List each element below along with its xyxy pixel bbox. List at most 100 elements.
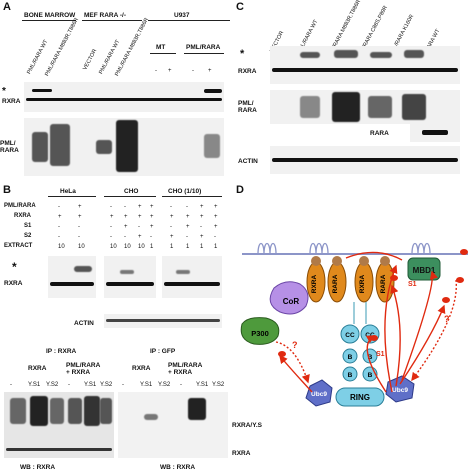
band-a-star-1: [32, 89, 52, 92]
blot-b-hela: [48, 256, 96, 298]
smear-a-1: [32, 132, 48, 162]
blot-c-actin: [270, 146, 460, 174]
b-sign-rxra-4: +: [138, 214, 142, 220]
pml-rara-label-c: PML/ RARA: [238, 100, 257, 114]
blot-c-rxra: [270, 46, 460, 84]
b-sign-s1-4: -: [138, 224, 140, 230]
b-sign-pml_rara-7: -: [186, 204, 188, 210]
row-label-rxra: RXRA: [14, 213, 32, 219]
b-sign-s1-3: +: [124, 224, 128, 230]
star-marker-c: *: [240, 48, 245, 60]
smear-c-2: [332, 92, 360, 122]
band-c-star-3: [370, 52, 392, 58]
band-c-actin: [272, 158, 458, 162]
b-sign-s2-0: -: [58, 234, 60, 240]
panel-letter-c: C: [236, 1, 244, 13]
panel-letter-a: A: [3, 1, 11, 13]
b-sign-extract-2: 10: [110, 244, 117, 250]
ip_right-lane-0: -: [122, 382, 124, 388]
ip_left-lane-1: Y.S1: [28, 382, 41, 388]
cor-node: CoR: [269, 281, 309, 315]
blot-a-pml-rara: [24, 118, 224, 176]
u937-rule-pml: [184, 53, 224, 54]
blot-b-cho: [104, 256, 156, 298]
smear-c-1: [300, 96, 320, 118]
ip_left-lane-4: Y.S1: [84, 382, 97, 388]
lane-label-a-5: PML/RARA M883R,T886R: [114, 16, 151, 78]
panel-letter-b: B: [3, 184, 11, 196]
ip_right-lane-4: Y.S1: [196, 382, 209, 388]
b-sign-s1-5: +: [150, 224, 154, 230]
b-sign-s2-9: -: [214, 234, 216, 240]
band-c-star-1: [300, 52, 320, 58]
smear-ip-l-5: [84, 396, 100, 426]
u937-rule-mt: [150, 53, 176, 54]
b-sign-pml_rara-8: +: [200, 204, 204, 210]
actin-label-b: ACTIN: [74, 320, 94, 327]
u937-sign-3: -: [192, 68, 194, 74]
s1-text-2: S1: [376, 351, 385, 358]
rara-text-2: RARA: [380, 274, 387, 293]
lane-label-a-2: PML/RARA M883R,T886R: [44, 16, 81, 78]
band-a-star-2: [204, 89, 222, 93]
band-b-cho-star: [120, 270, 134, 274]
ip-left-group-pml: PML/RARA + RXRA: [66, 362, 101, 376]
group-label-u937: U937: [174, 12, 190, 19]
blot-c-pml-rara: [270, 90, 460, 124]
ip_left-lane-3: -: [68, 382, 70, 388]
row-label-pml-rara: PML/RARA: [4, 203, 36, 209]
b-sign-pml_rara-6: -: [170, 204, 172, 210]
smear-ip-r-1: [144, 414, 158, 420]
b-sign-rxra-2: +: [110, 214, 114, 220]
band-c-star-4: [404, 50, 424, 58]
b-sign-s1-2: -: [110, 224, 112, 230]
ip_left-lane-5: Y.S2: [100, 382, 113, 388]
b-sign-s2-3: -: [124, 234, 126, 240]
band-b-hela-rxra: [50, 282, 94, 286]
b-sign-extract-9: 1: [214, 244, 218, 250]
b-sign-rxra-5: +: [150, 214, 154, 220]
band-ip-l-rxra: [6, 448, 112, 451]
ip-left-title: IP : RXRA: [46, 348, 77, 355]
b-sign-rxra-6: +: [170, 214, 174, 220]
b-sign-s1-6: -: [170, 224, 172, 230]
group-rule-cho-1-10: [162, 196, 222, 197]
mbd1-text: MBD1: [413, 266, 436, 275]
b-sign-rxra-9: +: [214, 214, 218, 220]
smear-ip-l-6: [100, 398, 112, 424]
wb-left-label: WB : RXRA: [20, 464, 56, 471]
p300-text: P300: [251, 329, 269, 338]
ip_right-lane-2: Y.S2: [158, 382, 171, 388]
dna-strand: [242, 242, 468, 255]
band-b-actin: [106, 319, 220, 322]
group-rule-cho: [104, 196, 156, 197]
b-text-4: B: [368, 372, 373, 379]
smear-ip-r-2: [188, 398, 206, 420]
b-sign-rxra-0: +: [58, 214, 62, 220]
s1-text-1: S1: [408, 281, 417, 288]
mechanism-diagram: MBD1 RXRA RARA RXRA RARA CoR CC CC B B B: [240, 242, 468, 407]
smear-a-4: [116, 120, 138, 172]
rxra-label-c: RXRA: [238, 68, 257, 75]
b-sign-s1-7: +: [186, 224, 190, 230]
u937-sign-2: +: [168, 68, 172, 74]
ip-right-group-pml: PML/RARA + RXRA: [168, 362, 203, 376]
b-sign-s2-1: -: [78, 234, 80, 240]
b-sign-s1-9: +: [214, 224, 218, 230]
group-rule-bone-marrow: [22, 20, 76, 21]
b-sign-s1-8: -: [200, 224, 202, 230]
b-sign-pml_rara-0: -: [58, 204, 60, 210]
blot-ip-left: [4, 392, 114, 458]
b-sign-s1-0: -: [58, 224, 60, 230]
question-text-2: ?: [444, 314, 450, 324]
cor-text: CoR: [283, 297, 300, 306]
b-sign-extract-6: 1: [170, 244, 174, 250]
row-label-s2: S2: [24, 233, 32, 239]
b-sign-s2-2: -: [110, 234, 112, 240]
blot-a-rxra: [24, 82, 224, 112]
band-a-rxra: [26, 98, 222, 101]
group-rule-u937: [148, 20, 230, 21]
blot-b-cho-1-10: [162, 256, 222, 298]
u937-sign-1: -: [155, 68, 157, 74]
smear-ip-l-2: [30, 396, 48, 426]
